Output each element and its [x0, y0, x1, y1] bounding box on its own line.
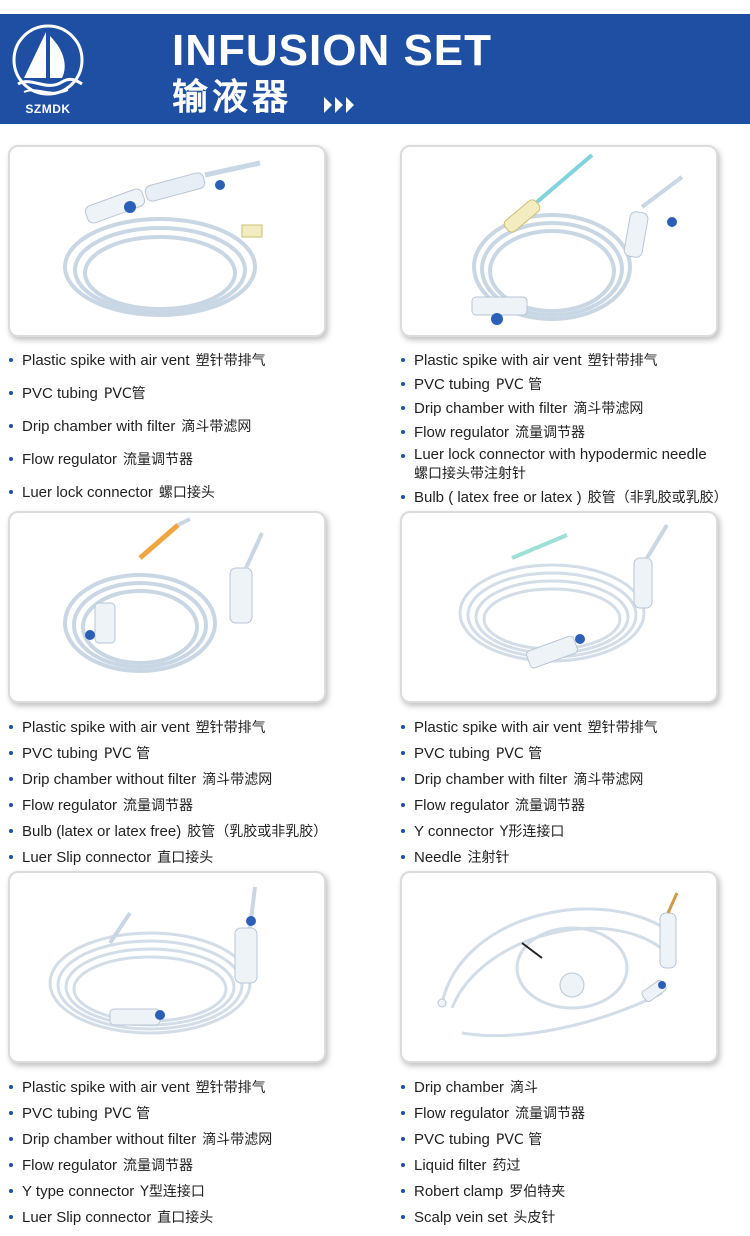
sailboat-logo-icon	[12, 24, 84, 96]
product-image-card	[400, 871, 718, 1063]
brand-logo: SZMDK	[6, 22, 90, 118]
infusion-set-image	[471, 153, 684, 325]
infusion-set-image	[48, 886, 258, 1035]
list-item: Bulb (latex or latex free)胶管（乳胶或非乳胶）	[9, 821, 327, 841]
infusion-set-image	[437, 892, 679, 1038]
brand-name: SZMDK	[25, 102, 71, 116]
triple-arrow-icon	[324, 97, 354, 113]
list-item: Luer lock connector with hypodermic need…	[401, 446, 728, 483]
list-item: Bulb ( latex free or latex )胶管（非乳胶或乳胶）	[401, 487, 728, 507]
product-image-card	[8, 145, 326, 337]
infusion-set-image	[63, 517, 264, 673]
infusion-set-image	[458, 523, 669, 669]
page-subtitle-cn: 输液器	[172, 77, 293, 118]
header-band: SZMDK INFUSION SET 输液器	[0, 14, 750, 124]
page-title: INFUSION SET	[172, 26, 493, 75]
infusion-set-image	[63, 160, 263, 317]
product-image-card	[8, 871, 326, 1063]
product-image-card	[400, 511, 718, 703]
product-image-card	[8, 511, 326, 703]
product-image-card	[400, 145, 718, 337]
